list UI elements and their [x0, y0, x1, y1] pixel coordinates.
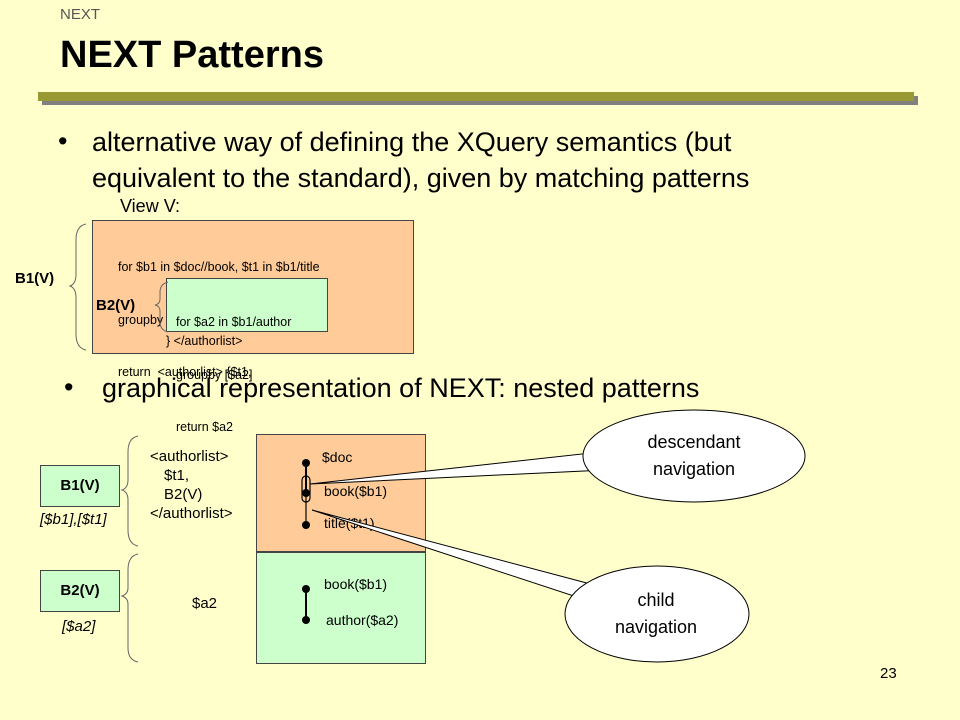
- b1-label: B1(V): [60, 477, 100, 494]
- inner-brace: [154, 281, 169, 333]
- bullet-2: graphical representation of NEXT: nested…: [102, 370, 699, 406]
- node-dot: [302, 521, 310, 529]
- bullet-2-line-1: graphical representation of NEXT: nested…: [102, 373, 700, 403]
- node-author-a2: author($a2): [326, 612, 399, 628]
- descendant-marker: [301, 475, 311, 503]
- query-closing: } </authorlist>: [166, 334, 243, 348]
- view-label: View V:: [120, 196, 181, 216]
- b2-label: B2(V): [60, 582, 100, 599]
- node-title-t1: title($t1): [324, 515, 375, 531]
- query-box-inner: [166, 278, 328, 332]
- node-dot: [302, 616, 310, 624]
- descendant-callout-pointer: [309, 451, 606, 485]
- bullet-1: alternative way of defining the XQuery s…: [92, 124, 749, 196]
- node-dot: [302, 459, 310, 467]
- node-doc: $doc: [322, 449, 353, 465]
- b1-groupby: [$b1],[$t1]: [40, 511, 107, 528]
- b1-brace: [120, 435, 139, 547]
- callout-line: descendant: [647, 432, 741, 452]
- callout-line: child: [637, 590, 675, 610]
- query-inner-lines: for $a2 in $b1/author groupby [$a2] retu…: [176, 279, 291, 454]
- bullet-1-line-1: alternative way of defining the XQuery s…: [92, 127, 732, 157]
- page-number: 23: [880, 665, 897, 682]
- template-line: B2(V): [164, 486, 203, 503]
- outer-brace: [68, 223, 87, 351]
- inner-block-label: B2(V): [96, 297, 136, 314]
- node-book-b1-inner: book($b1): [324, 576, 388, 592]
- query-line: return $a2: [176, 420, 233, 434]
- bullet-1-line-2: equivalent to the standard), given by ma…: [92, 163, 750, 193]
- query-line: for $a2 in $b1/author: [176, 315, 292, 329]
- template-line: </authorlist>: [150, 505, 233, 522]
- node-dot: [302, 585, 310, 593]
- child-callout: [564, 565, 750, 663]
- descendant-callout: [582, 409, 806, 503]
- template-line: $t1,: [164, 467, 190, 484]
- node-book-b1: book($b1): [324, 483, 388, 499]
- slide-title: NEXT Patterns: [60, 34, 324, 76]
- child-callout-pointer: [311, 509, 599, 603]
- callout-line: navigation: [614, 617, 698, 637]
- section-label: NEXT: [60, 6, 101, 23]
- b2-brace: [120, 553, 139, 663]
- title-rule: [38, 92, 914, 101]
- descendant-callout-text: descendant navigation: [584, 429, 804, 483]
- template-lines: <authorlist> $t1, B2(V) </authorlist>: [150, 447, 233, 523]
- bullet-marker: •: [58, 126, 68, 156]
- b2-groupby: [$a2]: [62, 618, 96, 635]
- query-line: return <authorlist> {$t1,: [118, 365, 252, 379]
- outer-block-label: B1(V): [15, 270, 55, 287]
- b1-label-box: B1(V): [40, 465, 120, 507]
- pattern-box-bottom: [256, 552, 426, 664]
- query-line: groupby [$a2]: [176, 367, 253, 382]
- template-line: <authorlist>: [150, 448, 229, 465]
- b2-label-box: B2(V): [40, 570, 120, 612]
- node-dot: [302, 489, 310, 497]
- b2-return: $a2: [192, 595, 218, 612]
- query-line: for $b1 in $doc//book, $t1 in $b1/title: [118, 260, 320, 274]
- callout-line: navigation: [652, 459, 736, 479]
- bullet-marker: •: [64, 372, 74, 402]
- child-callout-text: child navigation: [566, 587, 746, 641]
